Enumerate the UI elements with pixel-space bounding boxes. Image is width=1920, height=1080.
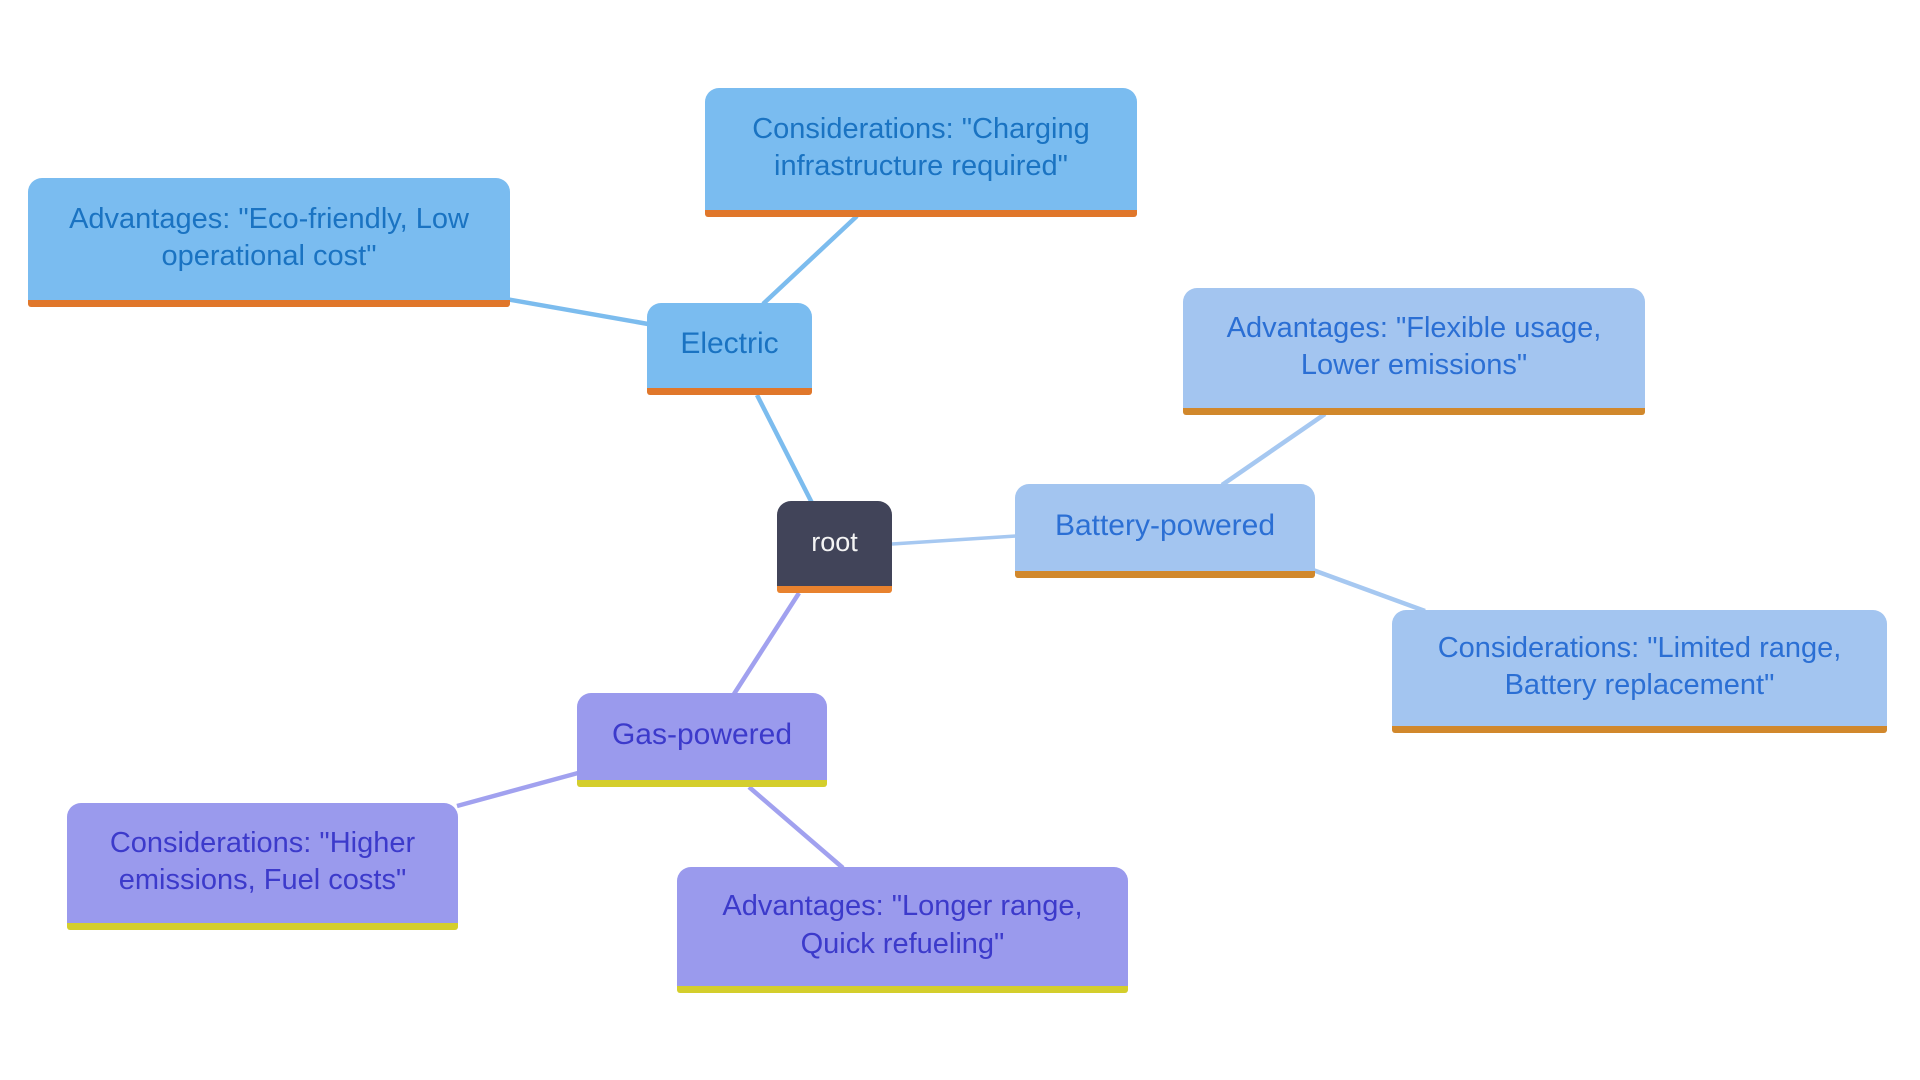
node-considerations-limited[interactable]: Considerations: "Limited range, Battery … xyxy=(1392,610,1887,733)
node-considerations-charging[interactable]: Considerations: "Charging infrastructure… xyxy=(705,88,1137,217)
node-label: Considerations: "Higher emissions, Fuel … xyxy=(109,826,416,896)
node-label: root xyxy=(811,527,858,558)
edge-root-to-gas-powered xyxy=(732,591,801,696)
node-label: Advantages: "Eco-friendly, Low operation… xyxy=(69,202,469,272)
node-advantages-flexible[interactable]: Advantages: "Flexible usage, Lower emiss… xyxy=(1183,288,1645,415)
node-label: Battery-powered xyxy=(1054,509,1276,543)
edge-electric-to-advantages-eco xyxy=(505,296,649,327)
node-label: Gas-powered xyxy=(611,718,793,752)
node-label: Considerations: "Charging infrastructure… xyxy=(752,112,1090,182)
edge-battery-powered-to-advantages-flexible xyxy=(1220,412,1327,487)
node-electric[interactable]: Electric xyxy=(647,303,812,395)
edge-root-to-electric xyxy=(754,393,815,505)
node-advantages-eco[interactable]: Advantages: "Eco-friendly, Low operation… xyxy=(28,178,510,307)
node-label: Electric xyxy=(680,327,779,361)
edge-gas-powered-to-considerations-higher xyxy=(456,770,579,809)
edge-electric-to-considerations-charging xyxy=(761,214,859,306)
edge-gas-powered-to-advantages-longer xyxy=(747,785,845,870)
edge-battery-powered-to-considerations-limited xyxy=(1312,567,1426,614)
node-label: Advantages: "Longer range, Quick refueli… xyxy=(722,890,1083,960)
node-considerations-higher[interactable]: Considerations: "Higher emissions, Fuel … xyxy=(67,803,458,930)
node-root[interactable]: root xyxy=(777,501,892,593)
edge-root-to-battery-powered xyxy=(891,534,1017,546)
node-gas-powered[interactable]: Gas-powered xyxy=(577,693,827,787)
node-advantages-longer[interactable]: Advantages: "Longer range, Quick refueli… xyxy=(677,867,1128,993)
node-battery-powered[interactable]: Battery-powered xyxy=(1015,484,1315,578)
node-label: Advantages: "Flexible usage, Lower emiss… xyxy=(1226,311,1602,381)
node-label: Considerations: "Limited range, Battery … xyxy=(1437,631,1842,701)
